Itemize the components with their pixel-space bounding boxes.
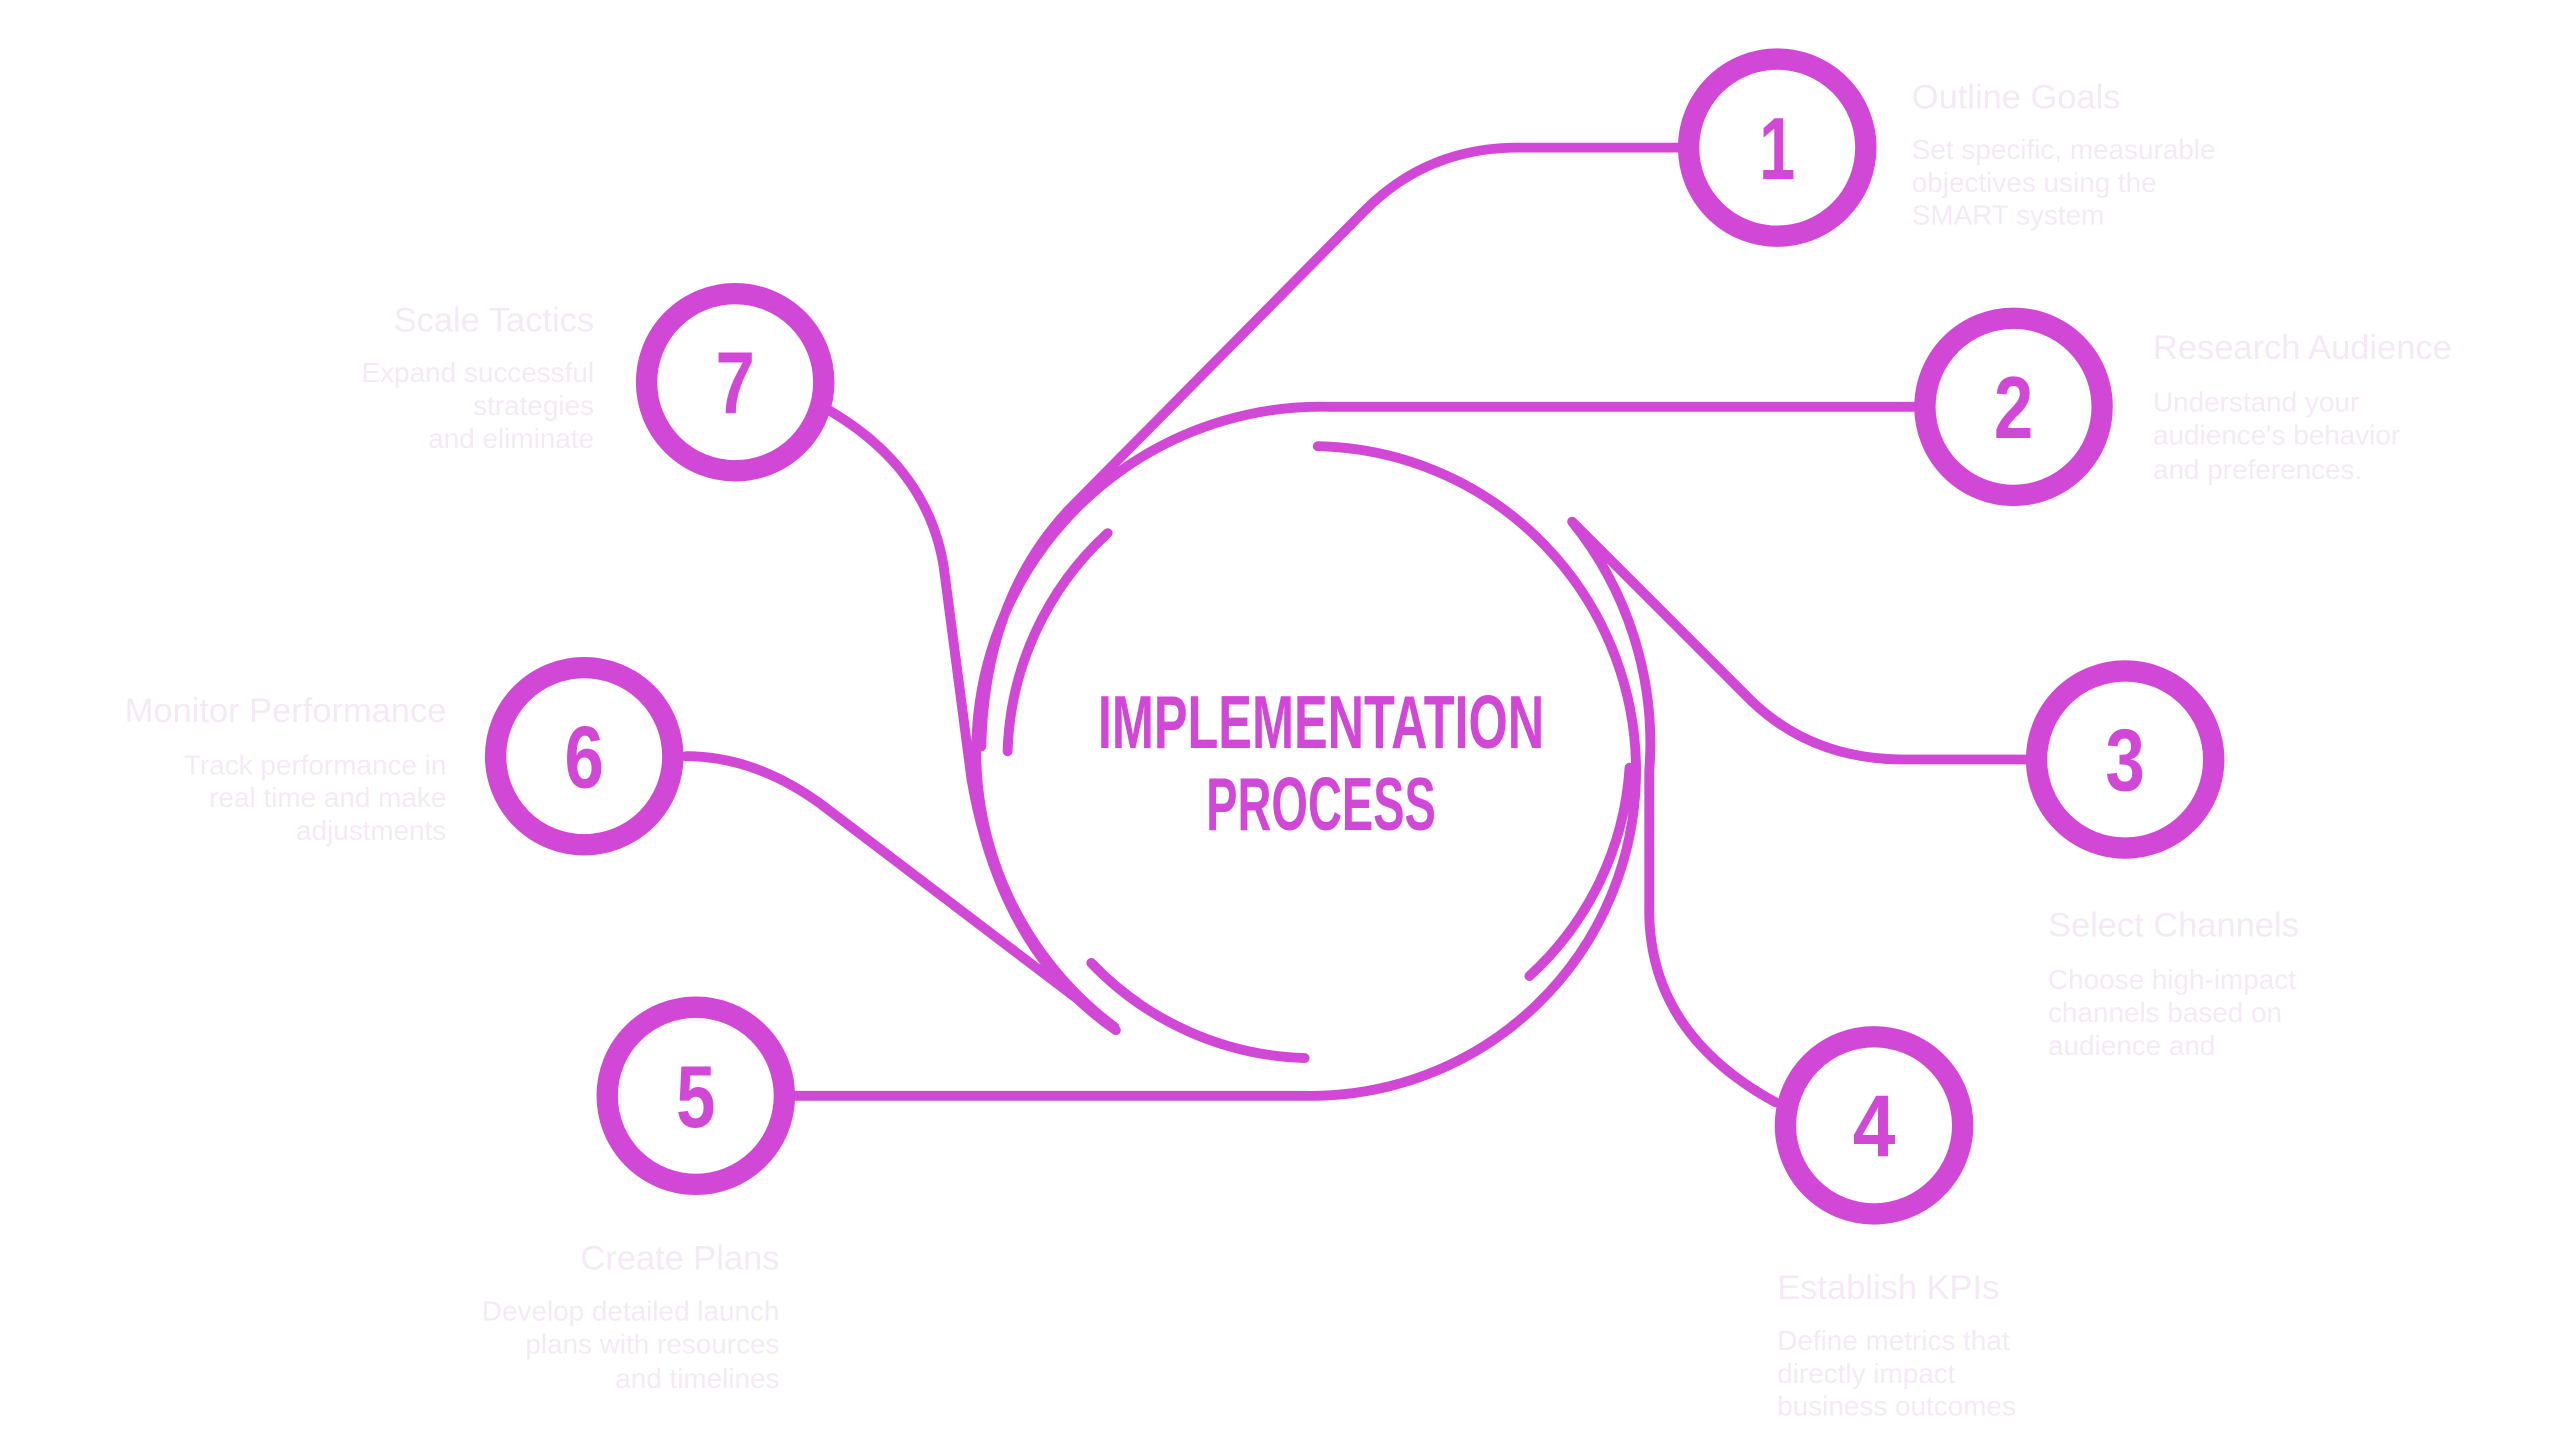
step-6-label: Monitor Performance Track performance in…: [125, 692, 447, 846]
step-3-node: 3: [2025, 660, 2225, 859]
step-5-number: 5: [676, 1047, 715, 1146]
center-title-line-2: PROCESS: [1206, 762, 1436, 846]
step-2-desc-line: audience's behavior: [2153, 420, 2400, 451]
step-4-desc-line: directly impact: [1777, 1358, 1955, 1389]
inner-arc: [1002, 528, 1113, 757]
step-4-number: 4: [1853, 1077, 1896, 1176]
step-2-title: Research Audience: [2153, 329, 2452, 367]
step-2-desc-line: and preferences.: [2153, 454, 2362, 485]
step-5-title: Create Plans: [580, 1240, 779, 1278]
step-2-label: Research Audience Understand your audien…: [2153, 329, 2452, 485]
step-4-desc-line: Define metrics that: [1777, 1325, 2010, 1356]
connector-step-5: [789, 441, 1642, 1101]
step-5-label: Create Plans Develop detailed launch pla…: [482, 1240, 780, 1394]
step-3-desc-line: audience and: [2048, 1030, 2215, 1061]
step-3-label: Select Channels Choose high-impact chann…: [2048, 907, 2299, 1061]
step-6-desc-line: adjustments: [296, 815, 446, 846]
step-5-node: 5: [596, 996, 796, 1196]
step-7-title: Scale Tactics: [394, 301, 594, 339]
step-6-title: Monitor Performance: [125, 692, 447, 730]
step-6-node: 6: [484, 656, 684, 856]
step-6-desc-line: Track performance in: [184, 749, 446, 780]
step-3-desc-line: channels based on: [2048, 997, 2282, 1028]
step-7-desc-line: Expand successful: [362, 357, 594, 388]
step-1-label: Outline Goals Set specific, measurable o…: [1912, 78, 2216, 230]
step-7-label: Scale Tactics Expand successful strategi…: [362, 301, 594, 453]
step-1-node: 1: [1677, 48, 1877, 247]
step-7-number: 7: [715, 333, 754, 432]
step-5-desc-line: plans with resources: [525, 1328, 779, 1359]
step-1-desc-line: SMART system: [1912, 200, 2105, 231]
center-title-line-1: IMPLEMENTATION: [1098, 680, 1544, 764]
connector-step-7: [823, 405, 1121, 1036]
step-5-desc-line: and timelines: [615, 1363, 779, 1394]
connector-step-3-4: [1567, 516, 2032, 1108]
step-1-title: Outline Goals: [1912, 78, 2121, 116]
connector-step-6: [681, 751, 1120, 1032]
step-1-desc-line: Set specific, measurable: [1912, 134, 2216, 165]
step-7-node: 7: [635, 282, 835, 482]
step-1-desc-line: objectives using the: [1912, 167, 2157, 198]
step-4-label: Establish KPIs Define metrics that direc…: [1777, 1269, 2016, 1421]
step-6-number: 6: [565, 707, 604, 806]
step-4-title: Establish KPIs: [1777, 1269, 1999, 1307]
step-2-node: 2: [1914, 307, 2113, 507]
step-7-desc-line: strategies: [473, 390, 594, 421]
step-4-node: 4: [1774, 1026, 1974, 1225]
step-7-desc-line: and eliminate: [428, 423, 594, 454]
step-3-desc-line: Choose high-impact: [2048, 964, 2296, 995]
step-6-desc-line: real time and make: [209, 782, 446, 813]
inner-arc: [1086, 958, 1310, 1063]
step-2-number: 2: [1994, 358, 2033, 457]
step-3-number: 3: [2105, 711, 2144, 810]
inner-arc: [1524, 762, 1635, 981]
step-3-title: Select Channels: [2048, 907, 2299, 945]
step-2-desc-line: Understand your: [2153, 387, 2359, 418]
step-1-number: 1: [1759, 99, 1795, 198]
step-5-desc-line: Develop detailed launch: [482, 1296, 780, 1327]
step-4-desc-line: business outcomes: [1777, 1391, 2016, 1422]
